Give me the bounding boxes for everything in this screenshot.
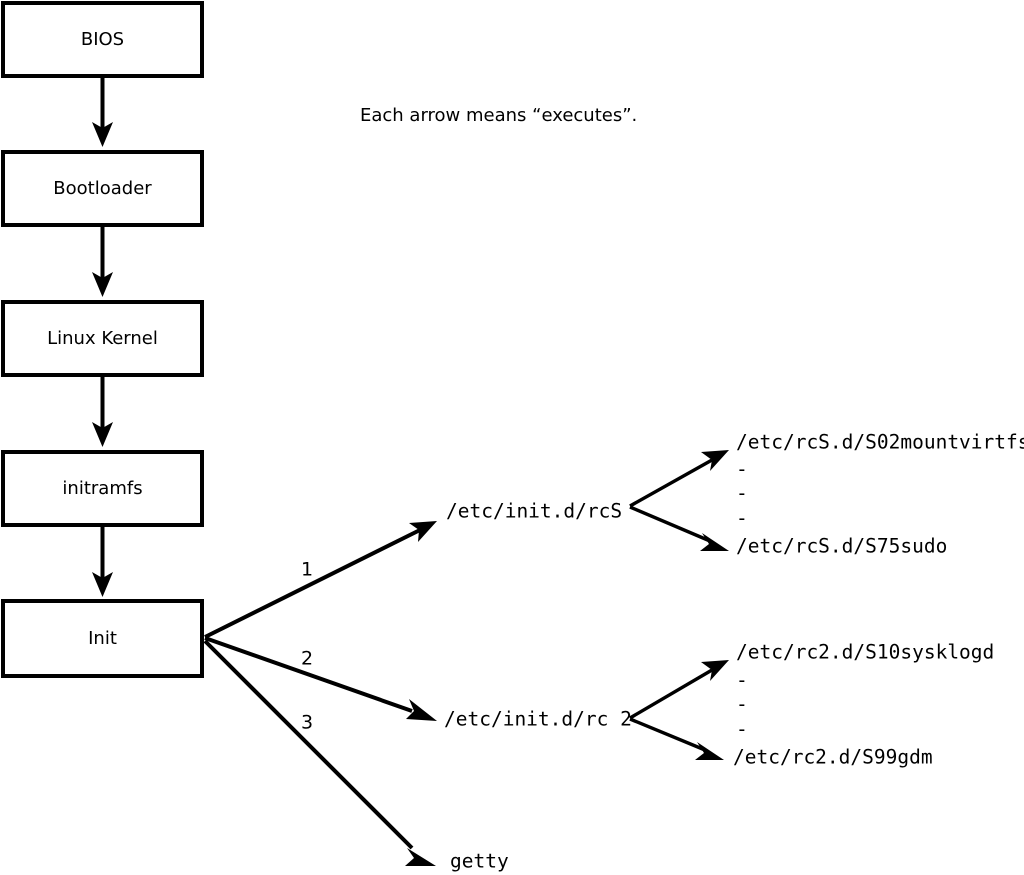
label-rc2-last-script: /etc/rc2.d/S99gdm	[733, 746, 933, 769]
label-init-d-rcs: /etc/init.d/rcS	[446, 500, 622, 523]
arrow-head-icon	[92, 572, 113, 597]
arrow-bootloader-to-kernel	[92, 226, 113, 297]
linux-kernel-box	[1, 300, 204, 377]
rcs-ellipsis-dash-1: -	[736, 458, 748, 481]
arrow-head-icon	[406, 699, 437, 721]
arrow-rcs-to-first-script	[629, 450, 729, 508]
arrow-init-branch-3	[203, 639, 436, 866]
branch-number-2: 2	[301, 648, 313, 670]
arrow-shaft	[629, 668, 713, 720]
arrow-init-branch-2	[204, 636, 437, 721]
caption-text: Each arrow means “executes”.	[360, 105, 637, 126]
node-init: Init	[1, 599, 204, 678]
initramfs-box	[1, 450, 204, 527]
arrow-rcs-to-last-script	[629, 505, 729, 551]
arrow-rc2-to-last-script	[629, 717, 724, 760]
label-rcs-first-script: /etc/rcS.d/S02mountvirtfs	[736, 431, 1024, 454]
bios-box	[1, 1, 204, 78]
arrow-rc2-to-first-script	[629, 660, 729, 720]
init-label: Init	[88, 628, 117, 649]
rc2-ellipsis-dash-2: -	[736, 693, 748, 716]
branch-number-3: 3	[301, 712, 313, 734]
arrow-head-icon	[92, 272, 113, 297]
arrow-shaft	[629, 717, 706, 752]
bios-label: BIOS	[81, 29, 124, 50]
label-getty: getty	[450, 850, 509, 873]
label-rc2-first-script: /etc/rc2.d/S10sysklogd	[736, 641, 994, 664]
initramfs-label: initramfs	[62, 478, 142, 499]
arrow-bios-to-bootloader	[92, 77, 113, 147]
arrow-head-icon	[701, 660, 729, 681]
arrow-head-icon	[409, 521, 437, 542]
arrow-head-icon	[695, 742, 724, 760]
arrow-head-icon	[700, 533, 729, 551]
arrow-head-icon	[92, 422, 113, 447]
arrow-shaft	[204, 636, 413, 713]
linux-kernel-label: Linux Kernel	[47, 328, 158, 349]
node-initramfs: initramfs	[1, 450, 204, 527]
bootloader-label: Bootloader	[53, 178, 152, 199]
rc2-ellipsis-dash-3: -	[736, 718, 748, 741]
arrow-shaft	[629, 505, 711, 543]
arrow-shaft	[203, 639, 414, 850]
arrow-initramfs-to-init	[92, 526, 113, 597]
branch-number-1: 1	[301, 559, 313, 581]
rcs-ellipsis-dash-2: -	[736, 482, 748, 505]
rcs-ellipsis-dash-3: -	[736, 507, 748, 530]
arrow-head-icon	[92, 122, 113, 147]
label-init-d-rc2: /etc/init.d/rc 2	[444, 708, 632, 731]
node-linux-kernel: Linux Kernel	[1, 300, 204, 377]
arrow-init-branch-1	[204, 521, 437, 639]
arrow-head-icon	[405, 848, 436, 866]
bootloader-box	[1, 150, 204, 227]
arrow-kernel-to-initramfs	[92, 376, 113, 447]
label-rcs-last-script: /etc/rcS.d/S75sudo	[736, 535, 947, 558]
rc2-ellipsis-dash-1: -	[736, 669, 748, 692]
node-bios: BIOS	[1, 1, 204, 78]
arrow-shaft	[629, 458, 713, 508]
arrow-head-icon	[701, 450, 729, 471]
node-bootloader: Bootloader	[1, 150, 204, 227]
arrow-shaft	[204, 526, 425, 639]
init-box	[1, 599, 204, 678]
